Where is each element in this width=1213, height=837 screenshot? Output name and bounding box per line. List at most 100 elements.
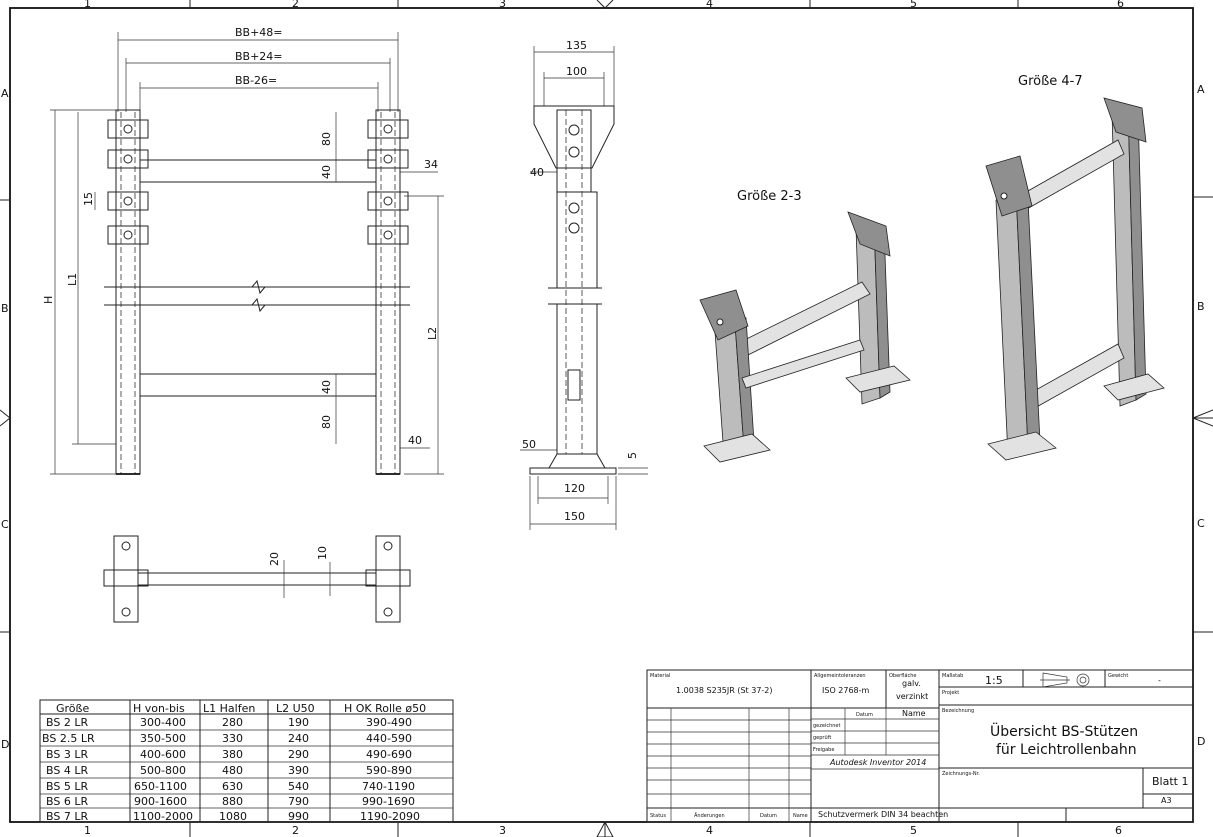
weight-label: Gewicht — [1108, 673, 1128, 679]
material-label: Material — [650, 673, 670, 679]
datum-label: Datum — [856, 712, 873, 718]
dim-150: 150 — [564, 510, 585, 523]
table-cell: BS 2.5 LR — [42, 732, 95, 745]
iso-label-small: Größe 2-3 — [737, 189, 802, 204]
row-label-right: B — [1197, 300, 1205, 313]
table-header: L1 Halfen — [203, 702, 255, 715]
table-cell: BS 6 LR — [46, 795, 88, 808]
dim-80-bottom: 80 — [320, 415, 333, 429]
table-cell: 1080 — [219, 810, 247, 823]
col-label-bottom: 3 — [499, 824, 506, 837]
table-row: BS 2.5 LR 350-500 330 240 440-590 — [42, 732, 412, 745]
dim-l1: L1 — [66, 273, 79, 286]
table-cell: 390 — [288, 764, 309, 777]
col-label-bottom: 5 — [910, 824, 917, 837]
projection-symbol-icon — [1040, 672, 1090, 688]
name-label: Name — [902, 709, 926, 718]
table-cell: BS 7 LR — [46, 810, 88, 823]
table-cell: 1190-2090 — [360, 810, 420, 823]
table-header: Größe — [56, 702, 89, 715]
col-label-bottom: 2 — [292, 824, 299, 837]
row-label-left: C — [1, 518, 9, 531]
dim-5: 5 — [626, 452, 639, 459]
iso-label-large: Größe 4-7 — [1018, 74, 1083, 89]
frame-column-labels: 1 2 3 4 5 6 1 2 3 4 5 6 — [84, 0, 1124, 837]
table-cell: 190 — [288, 716, 309, 729]
change-name-label: Name — [793, 813, 808, 819]
table-cell: 590-890 — [366, 764, 412, 777]
table-cell: 1100-2000 — [133, 810, 193, 823]
table-header: H von-bis — [133, 702, 185, 715]
table-cell: 390-490 — [366, 716, 412, 729]
table-cell: 440-590 — [366, 732, 412, 745]
table-header: L2 U50 — [276, 702, 315, 715]
table-cell: 880 — [222, 795, 243, 808]
side-view: 135 100 40 50 5 120 150 — [520, 39, 648, 530]
dim-bb24: BB+24= — [235, 50, 283, 63]
dim-40: 40 — [530, 166, 544, 179]
table-cell: 990-1690 — [362, 795, 415, 808]
scale-label: Maßstab — [942, 673, 963, 679]
top-view: 20 10 — [103, 535, 411, 623]
col-label-top: 2 — [292, 0, 299, 10]
row-label-left: A — [1, 87, 9, 100]
table-cell: 280 — [222, 716, 243, 729]
material-value: 1.0038 S235JR (St 37-2) — [676, 686, 773, 695]
title-block: Material 1.0038 S235JR (St 37-2) Allgeme… — [646, 669, 1194, 823]
table-cell: 240 — [288, 732, 309, 745]
surface-label: Oberfläche — [889, 673, 916, 679]
table-cell: 300-400 — [140, 716, 186, 729]
row-label-left: D — [1, 738, 9, 751]
row-label-right: A — [1197, 83, 1205, 96]
table-cell: 630 — [222, 780, 243, 793]
scale-value: 1:5 — [985, 674, 1003, 687]
dim-40-top: 40 — [320, 165, 333, 179]
table-cell: 900-1600 — [134, 795, 187, 808]
drawing-title-line-2: für Leichtrollenbahn — [996, 742, 1137, 758]
dim-34: 34 — [424, 158, 438, 171]
col-label-bottom: 4 — [706, 824, 713, 837]
weight-value: - — [1158, 676, 1161, 685]
col-label-top: 4 — [706, 0, 713, 10]
dim-bb48: BB+48= — [235, 26, 283, 39]
protection-note: Schutzvermerk DIN 34 beachten — [818, 810, 948, 819]
dim-80-top: 80 — [320, 132, 333, 146]
table-cell: BS 3 LR — [46, 748, 88, 761]
table-cell: 790 — [288, 795, 309, 808]
drawn-label: gezeichnet — [813, 723, 841, 729]
change-date-label: Datum — [760, 813, 777, 819]
col-label-top: 5 — [910, 0, 917, 10]
checked-label: geprüft — [813, 735, 831, 741]
surface-value-2: verzinkt — [896, 692, 928, 701]
dim-40-bottom: 40 — [320, 380, 333, 394]
row-label-right: C — [1197, 517, 1205, 530]
software-note: Autodesk Inventor 2014 — [829, 758, 926, 767]
dim-15: 15 — [82, 192, 95, 206]
drawing-no-label: Zeichnungs-Nr. — [942, 771, 980, 777]
tolerance-value: ISO 2768-m — [822, 686, 870, 695]
table-cell: 650-1100 — [134, 780, 187, 793]
frame-row-labels: A B C D A B C D — [1, 83, 1205, 751]
size-table: Größe H von-bis L1 Halfen L2 U50 H OK Ro… — [39, 699, 454, 823]
iso-stand-large: Größe 4-7 — [985, 74, 1165, 461]
table-cell: 290 — [288, 748, 309, 761]
project-label: Projekt — [942, 690, 959, 696]
col-label-bottom: 1 — [84, 824, 91, 837]
dim-l2: L2 — [426, 327, 439, 340]
surface-value-1: galv. — [902, 679, 921, 688]
table-cell: 480 — [222, 764, 243, 777]
table-row: BS 2 LR 300-400 280 190 390-490 — [46, 716, 412, 729]
dim-50: 50 — [522, 438, 536, 451]
dim-10: 10 — [316, 546, 329, 560]
table-cell: 330 — [222, 732, 243, 745]
table-cell: 990 — [288, 810, 309, 823]
front-view: BB+48= BB+24= BB-26= — [42, 26, 444, 475]
dim-20: 20 — [268, 552, 281, 566]
dim-135: 135 — [566, 39, 587, 52]
table-header: H OK Rolle ø50 — [344, 702, 426, 715]
sheet-number: Blatt 1 — [1152, 775, 1188, 788]
row-label-right: D — [1197, 735, 1205, 748]
dim-40-right: 40 — [408, 434, 422, 447]
